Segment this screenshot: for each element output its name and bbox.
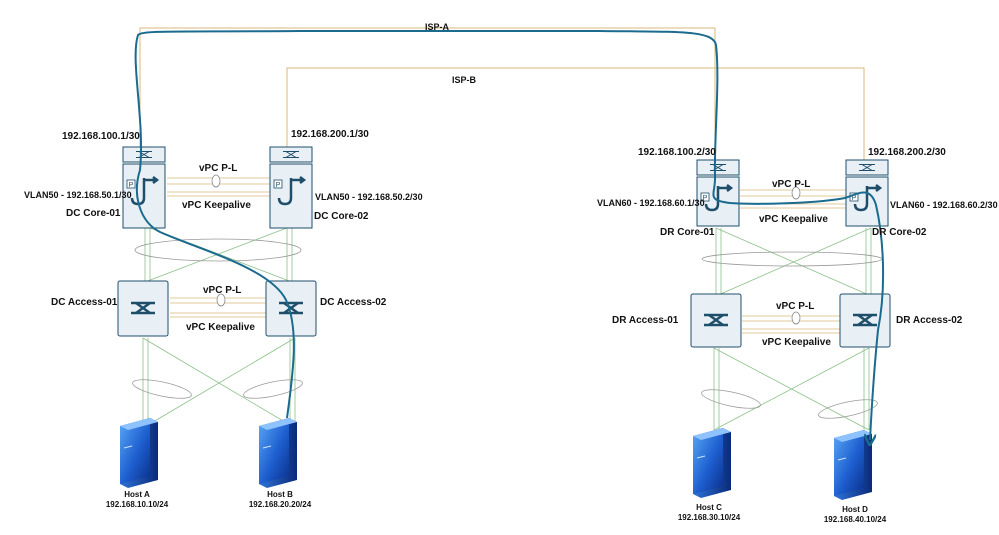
- p-icon: [126, 179, 136, 189]
- vpc-peerlink-rings: [211, 174, 801, 325]
- host-c-server-icon[interactable]: [693, 428, 731, 498]
- host-b-server-icon[interactable]: [259, 418, 297, 488]
- dc-core-01-vlan: VLAN50 - 192.168.50.1/30: [24, 190, 132, 200]
- svg-text:P: P: [129, 182, 134, 189]
- dc-core-02-device[interactable]: P: [269, 146, 313, 229]
- host-d-server-icon[interactable]: [834, 430, 872, 500]
- isp-b-link: [286, 67, 865, 160]
- host-d-label: Host D 192.168.40.10/24: [824, 505, 886, 525]
- dc-core-peer-link-label: vPC P-L: [199, 163, 238, 174]
- host-d-name: Host D: [842, 505, 868, 514]
- host-a-label: Host A 192.168.10.10/24: [106, 490, 168, 510]
- host-a-server-icon[interactable]: [120, 418, 158, 488]
- dc-core-01-name: DC Core-01: [66, 208, 121, 219]
- dr-core-keepalive-label: vPC Keepalive: [759, 214, 828, 225]
- svg-text:P: P: [276, 182, 281, 189]
- isp-a-link: [139, 27, 716, 160]
- switch-icon: [283, 151, 299, 158]
- router-icon: [704, 184, 734, 212]
- dc-core-02-vlan: VLAN50 - 192.168.50.2/30: [315, 192, 423, 202]
- router-icon: [853, 184, 883, 212]
- dr-core-02-device[interactable]: P: [845, 159, 889, 227]
- switch-icon: [859, 164, 875, 171]
- switch-icon: [853, 313, 877, 327]
- dc-access-02-device[interactable]: [265, 280, 317, 337]
- host-d-ip: 192.168.40.10/24: [823, 515, 887, 524]
- dr-access-links: [713, 227, 872, 431]
- dr-core-02-name: DR Core-02: [872, 227, 927, 238]
- traffic-path: [134, 30, 885, 440]
- dr-access-01-name: DR Access-01: [612, 315, 679, 326]
- dr-access-02-name: DR Access-02: [896, 315, 963, 326]
- p-icon: [273, 179, 283, 189]
- dc-core-keepalive-label: vPC Keepalive: [182, 200, 251, 211]
- router-icon: [277, 176, 307, 206]
- switch-icon: [704, 313, 728, 327]
- svg-text:P: P: [852, 195, 857, 202]
- isp-links: [139, 27, 865, 160]
- dc-access-keepalive-label: vPC Keepalive: [186, 322, 255, 333]
- dc-core-02-uplink-ip: 192.168.200.1/30: [291, 129, 369, 140]
- dr-core-01-name: DR Core-01: [660, 227, 715, 238]
- dr-access-keepalive-label: vPC Keepalive: [762, 337, 831, 348]
- host-b-name: Host B: [267, 490, 293, 499]
- host-c-ip: 192.168.30.10/24: [677, 513, 741, 522]
- dc-access-01-device[interactable]: [117, 280, 169, 337]
- dc-core-02-name: DC Core-02: [314, 211, 369, 222]
- dc-access-peer-link-label: vPC P-L: [203, 285, 242, 296]
- dr-core-02-vlan: VLAN60 - 192.168.60.2/30: [890, 200, 998, 210]
- dr-access-01-device[interactable]: [690, 293, 742, 348]
- dr-core-02-chassis: [845, 176, 889, 227]
- dr-core-02-uplink-ip: 192.168.200.2/30: [868, 147, 946, 158]
- host-a-name: Host A: [124, 490, 150, 499]
- dr-core-01-uplink-ip: 192.168.100.2/30: [638, 147, 716, 158]
- host-b-ip: 192.168.20.20/24: [248, 500, 312, 509]
- host-c-name: Host C: [696, 503, 722, 512]
- dc-access-02-name: DC Access-02: [320, 297, 387, 308]
- p-icon: [700, 192, 710, 202]
- dr-core-01-vlan: VLAN60 - 192.168.60.1/30: [597, 198, 705, 208]
- dc-core-01-uplink-ip: 192.168.100.1/30: [62, 131, 140, 142]
- host-a-ip: 192.168.10.10/24: [105, 500, 169, 509]
- host-c-label: Host C 192.168.30.10/24: [678, 503, 740, 523]
- isp-b-label: ISP-B: [452, 75, 477, 85]
- svg-text:P: P: [703, 195, 708, 202]
- switch-icon: [131, 301, 155, 315]
- isp-a-label: ISP-A: [425, 22, 450, 32]
- dc-access-01-name: DC Access-01: [51, 297, 118, 308]
- host-b-label: Host B 192.168.20.20/24: [249, 490, 311, 510]
- dr-core-peer-link-label: vPC P-L: [772, 179, 811, 190]
- dr-access-peer-link-label: vPC P-L: [776, 301, 815, 312]
- dr-core-01-device[interactable]: P: [696, 159, 740, 227]
